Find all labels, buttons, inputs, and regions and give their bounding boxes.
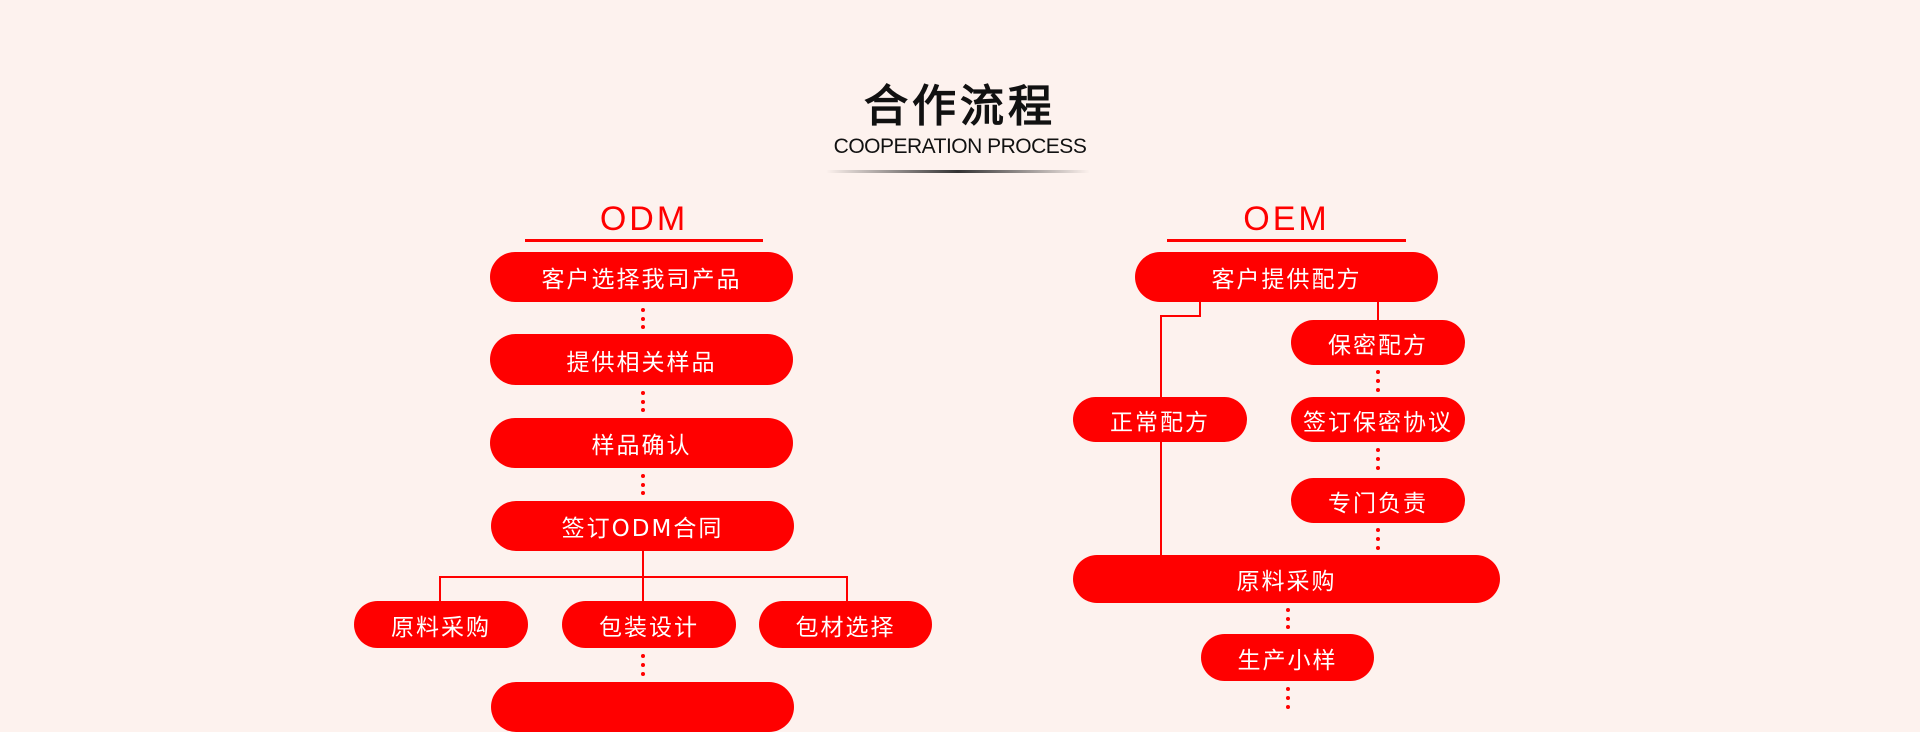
connector-dots (641, 474, 645, 495)
connector-dots (1376, 448, 1380, 470)
branch-line (846, 576, 848, 601)
odm-step-1: 客户选择我司产品 (490, 252, 793, 302)
connector-dots (641, 308, 645, 329)
oem-confidential-3: 专门负责 (1291, 478, 1465, 523)
connector-dots (641, 391, 645, 412)
oem-start: 客户提供配方 (1135, 252, 1438, 302)
page-title: 合作流程 (864, 81, 1056, 132)
oem-heading-underline (1167, 239, 1406, 242)
oem-raw-material: 原料采购 (1073, 555, 1500, 603)
connector-dots (1376, 370, 1380, 392)
oem-sample: 生产小样 (1201, 634, 1374, 681)
odm-step-3: 样品确认 (490, 418, 793, 468)
odm-branch-2: 包装设计 (562, 601, 736, 648)
page-subtitle: COOPERATION PROCESS (833, 135, 1087, 158)
branch-line (1377, 302, 1379, 320)
branch-line (439, 576, 848, 578)
title-divider (826, 170, 1090, 173)
branch-line (1160, 442, 1162, 555)
oem-heading: OEM (1243, 200, 1330, 238)
oem-normal-formula: 正常配方 (1073, 397, 1247, 442)
oem-confidential-1: 保密配方 (1291, 320, 1465, 365)
odm-heading: ODM (599, 200, 689, 238)
connector-dots (1286, 687, 1290, 709)
oem-confidential-2: 签订保密协议 (1291, 397, 1465, 442)
connector-dots (641, 654, 645, 676)
odm-step-5 (491, 682, 794, 732)
odm-step-4: 签订ODM合同 (491, 501, 794, 551)
odm-branch-1: 原料采购 (354, 601, 528, 648)
odm-step-2: 提供相关样品 (490, 334, 793, 385)
odm-heading-underline (525, 239, 763, 242)
connector-dots (1286, 608, 1290, 629)
branch-line (1199, 302, 1201, 317)
odm-branch-3: 包材选择 (759, 601, 932, 648)
connector-dots (1376, 528, 1380, 550)
branch-line (1160, 315, 1201, 317)
branch-line (1160, 315, 1162, 397)
branch-line (439, 576, 441, 601)
